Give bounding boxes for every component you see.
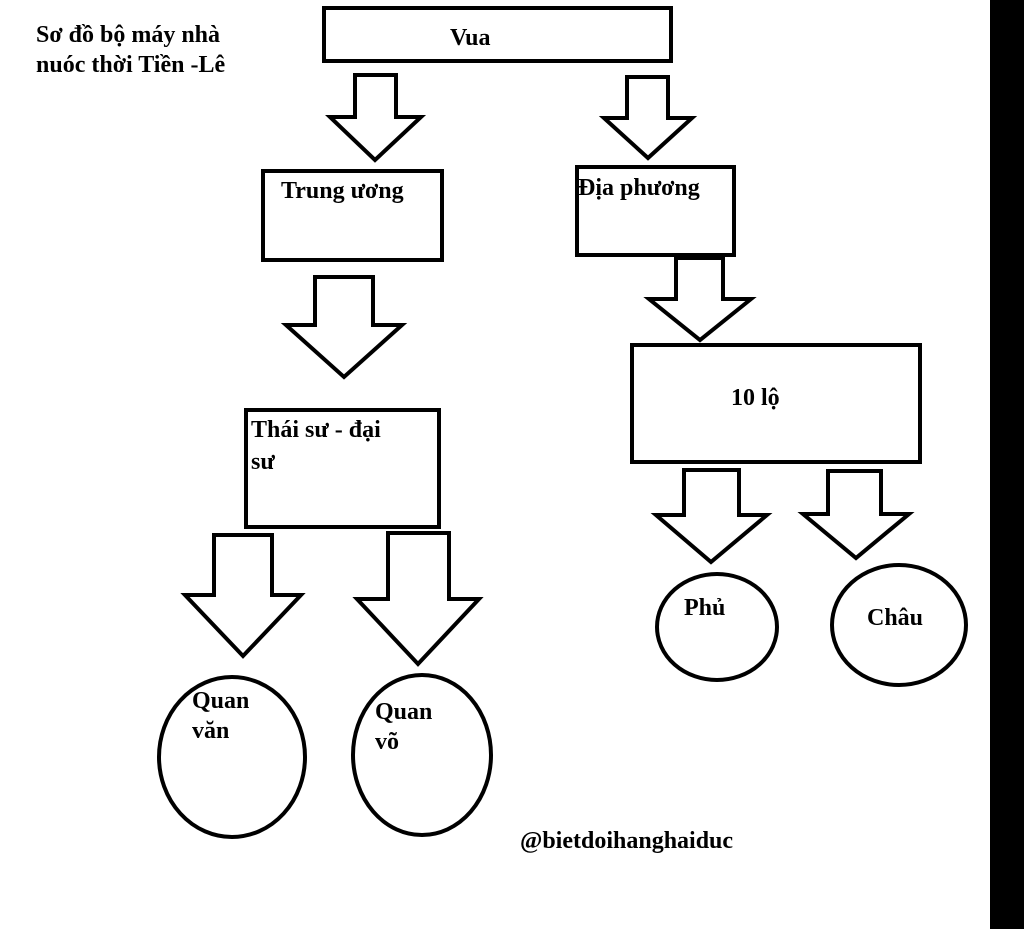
arrow-muoi-lo-to-phu — [650, 468, 773, 565]
muoi-lo-label: 10 lộ — [731, 385, 780, 411]
diagram-title: Sơ đồ bộ máy nhà nuóc thời Tiền -Lê — [36, 22, 226, 78]
dia-phuong-label: Địa phương — [578, 175, 700, 201]
thai-su-box — [244, 408, 441, 529]
quan-van-label: Quan văn — [192, 688, 250, 744]
arrow-thai-su-to-quan-vo — [352, 531, 484, 667]
vua-label: Vua — [450, 25, 491, 51]
chau-ellipse — [830, 563, 968, 687]
arrow-vua-to-dia-phuong — [598, 75, 698, 161]
trung-uong-label: Trung ương — [281, 178, 404, 204]
arrow-trung-uong-to-thai-su — [280, 275, 408, 380]
phu-label: Phủ — [684, 595, 726, 621]
muoi-lo-box — [630, 343, 922, 464]
dia-phuong-box — [575, 165, 736, 257]
quan-vo-ellipse — [351, 673, 493, 837]
quan-van-ellipse — [157, 675, 307, 839]
quan-vo-label: Quan võ — [375, 699, 433, 755]
arrow-vua-to-trung-uong — [325, 73, 427, 163]
watermark-text: @bietdoihanghaiduc — [520, 828, 734, 854]
right-edge-bar — [990, 0, 1024, 929]
arrow-dia-phuong-to-muoi-lo — [643, 256, 757, 343]
arrow-muoi-lo-to-chau — [797, 469, 915, 561]
phu-ellipse — [655, 572, 779, 682]
thai-su-label: Thái sư - đại sư — [251, 417, 381, 475]
trung-uong-box — [261, 169, 444, 262]
vua-box — [322, 6, 673, 63]
arrow-thai-su-to-quan-van — [180, 533, 306, 659]
chau-label: Châu — [867, 605, 924, 631]
